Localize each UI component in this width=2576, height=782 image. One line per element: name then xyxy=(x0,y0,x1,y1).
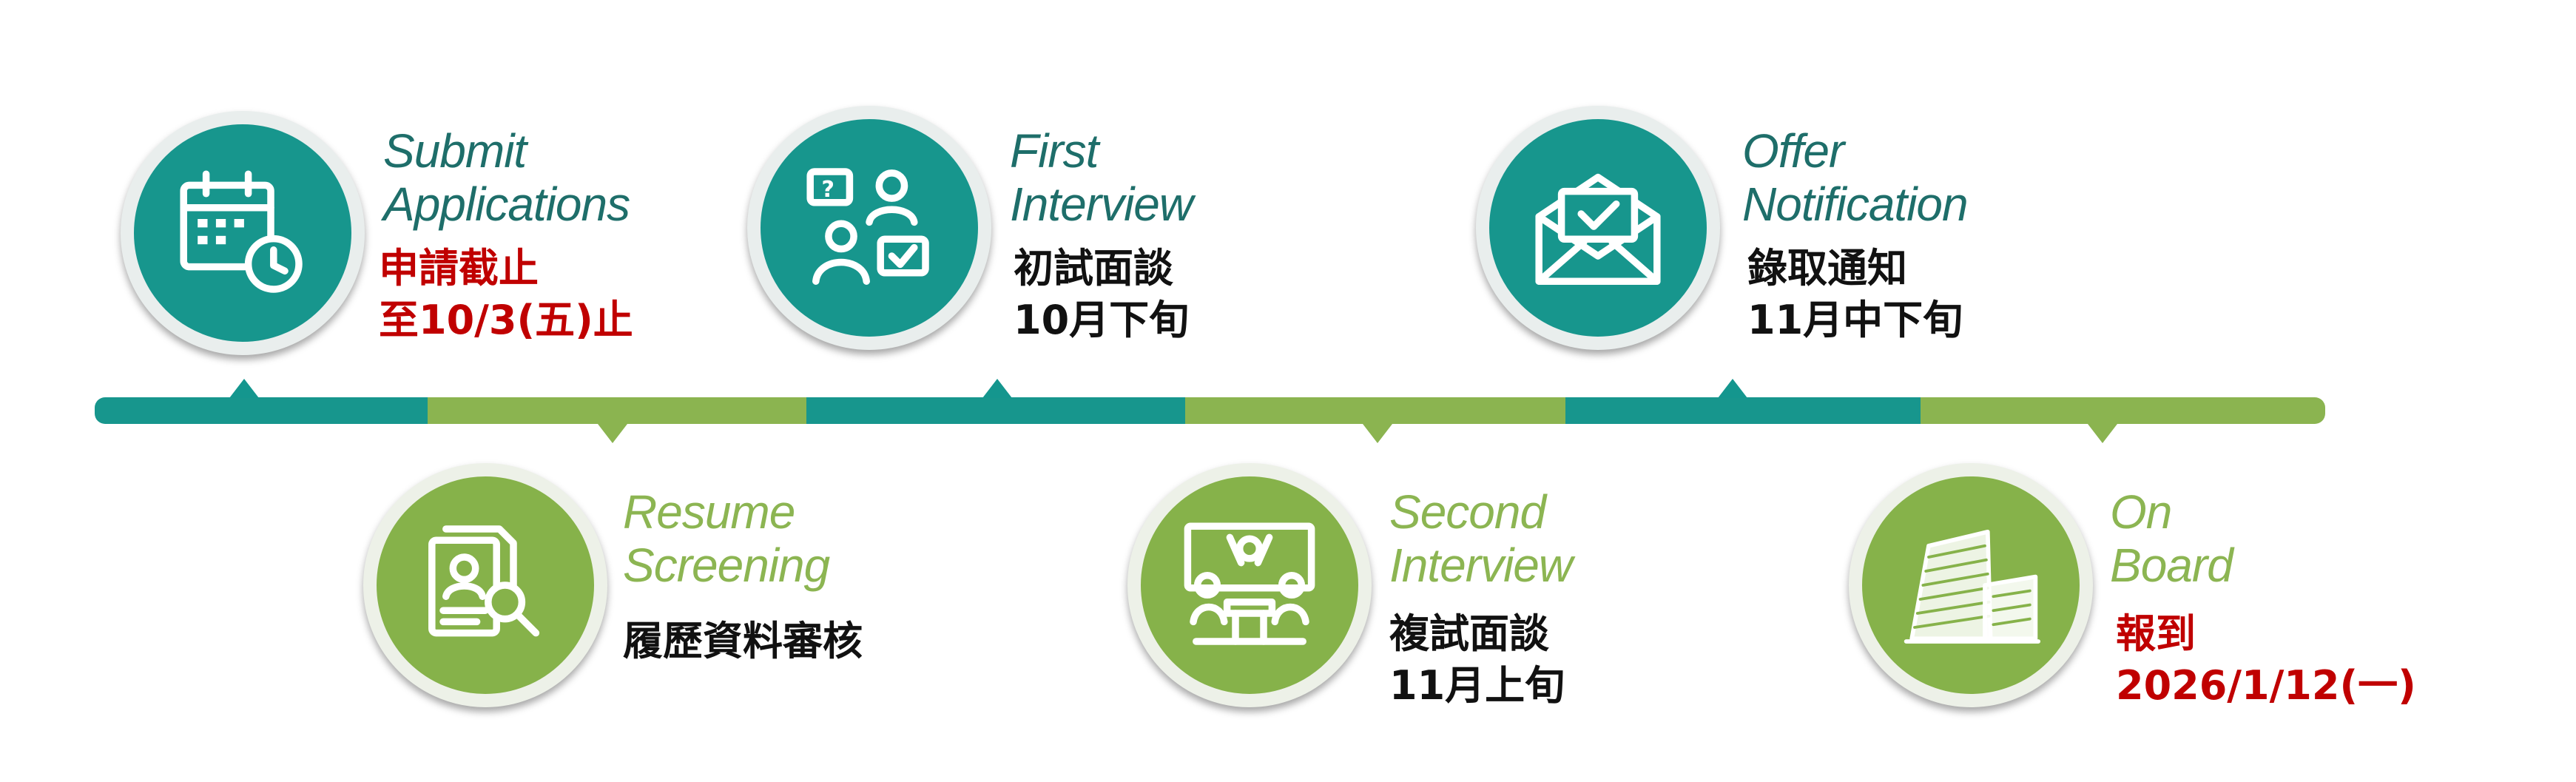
step-on-board-badge xyxy=(1849,463,2093,707)
envelope-check-icon xyxy=(1535,173,1661,285)
step-on-board-title-line2: Board xyxy=(2110,539,2233,592)
step-submit-applications-title-line2: Applications xyxy=(383,178,630,231)
office-building-icon xyxy=(1904,529,2041,644)
step-offer-notification-title: Offer Notification xyxy=(1742,124,1969,231)
step-offer-notification-title-line1: Offer xyxy=(1742,124,1844,178)
step-first-interview-title-line1: First xyxy=(1010,124,1099,178)
timeline-segment-1 xyxy=(95,397,428,424)
step-submit-applications-title: Submit Applications xyxy=(383,124,630,231)
timeline-segment-3 xyxy=(806,397,1185,424)
timeline-pointer-onboard xyxy=(2088,424,2117,443)
timeline-segment-6 xyxy=(1921,397,2325,424)
svg-text:?: ? xyxy=(821,177,834,203)
step-resume-screening-title-line1: Resume xyxy=(623,485,795,539)
timeline-pointer-second-interview xyxy=(1363,424,1392,443)
step-resume-screening-detail: 履歷資料審核 xyxy=(623,616,863,667)
step-offer-notification-title-line2: Notification xyxy=(1742,178,1969,231)
step-first-interview-detail-line2: 10月下旬 xyxy=(1014,297,1190,343)
step-second-interview-badge xyxy=(1127,463,1372,707)
timeline-segment-5 xyxy=(1565,397,1921,424)
calendar-clock-icon xyxy=(180,170,303,293)
step-first-interview-detail-line1: 初試面談 xyxy=(1014,245,1173,291)
timeline-segment-4 xyxy=(1185,397,1565,424)
step-on-board-detail-line1: 報到 xyxy=(2116,610,2196,657)
timeline-pointer-offer xyxy=(1718,379,1747,398)
step-resume-screening-title: Resume Screening xyxy=(623,485,830,592)
timeline-pointer-first-interview xyxy=(982,379,1012,398)
interview-chat-icon: ? xyxy=(806,168,929,285)
step-offer-notification-badge xyxy=(1476,106,1720,350)
step-submit-applications-badge xyxy=(121,111,365,355)
step-on-board-title: On Board xyxy=(2110,485,2233,592)
step-on-board-title-line1: On xyxy=(2110,485,2172,539)
step-resume-screening-title-line2: Screening xyxy=(623,539,830,592)
step-offer-notification-detail-line2: 11月中下旬 xyxy=(1747,297,1963,343)
step-submit-applications-detail-line1: 申請截止 xyxy=(379,245,539,291)
step-first-interview-badge: ? xyxy=(747,106,991,350)
timeline-segment-2 xyxy=(428,397,806,424)
step-resume-screening-detail-line1: 履歷資料審核 xyxy=(623,618,863,664)
step-submit-applications-title-line1: Submit xyxy=(383,124,527,178)
step-first-interview-detail: 初試面談 10月下旬 xyxy=(1014,243,1189,346)
timeline-bar xyxy=(95,397,2325,424)
step-second-interview-title-line2: Interview xyxy=(1389,539,1573,592)
resume-search-icon xyxy=(428,525,540,637)
timeline-pointer-resume xyxy=(598,424,627,443)
step-offer-notification-detail: 錄取通知 11月中下旬 xyxy=(1747,243,1963,346)
step-submit-applications-detail: 申請截止 至10/3(五)止 xyxy=(379,243,633,346)
step-offer-notification-detail-line1: 錄取通知 xyxy=(1747,245,1907,291)
step-submit-applications-detail-line2: 至10/3(五)止 xyxy=(379,297,633,343)
panel-meeting-icon xyxy=(1184,522,1315,645)
step-second-interview-title: Second Interview xyxy=(1389,485,1573,592)
step-on-board-detail: 報到 2026/1/12(一) xyxy=(2116,608,2416,712)
step-first-interview-title: First Interview xyxy=(1010,124,1193,231)
step-second-interview-detail-line2: 11月上旬 xyxy=(1389,662,1565,709)
timeline-pointer-submit xyxy=(229,379,259,398)
step-on-board-detail-line2: 2026/1/12(一) xyxy=(2116,662,2416,709)
step-resume-screening-badge xyxy=(363,463,607,707)
step-second-interview-detail-line1: 複試面談 xyxy=(1389,610,1549,657)
step-second-interview-title-line1: Second xyxy=(1389,485,1546,539)
step-second-interview-detail: 複試面談 11月上旬 xyxy=(1389,608,1565,712)
step-first-interview-title-line2: Interview xyxy=(1010,178,1193,231)
